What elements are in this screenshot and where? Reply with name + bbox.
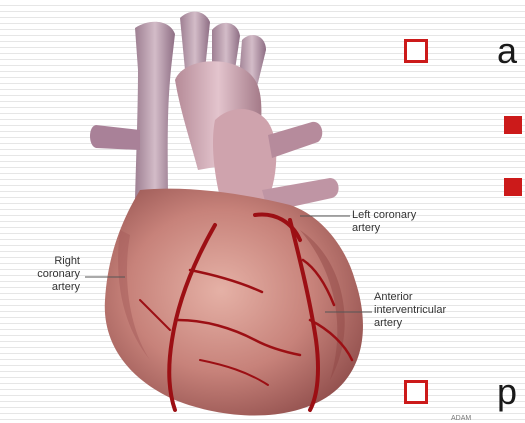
sub-bullet-square-1 [504, 116, 522, 134]
right-pulmonary-stub [90, 125, 140, 150]
figure-credit: ADAM [451, 415, 471, 422]
bullet-text-1: a [497, 31, 517, 71]
superior-vena-cava [135, 22, 175, 200]
label-left-coronary-artery: Left coronary artery [352, 209, 416, 235]
bullet-checkbox-2 [404, 380, 428, 404]
sub-bullet-square-2 [504, 178, 522, 196]
heart-body [105, 189, 363, 416]
pulmonary-vein-stub [268, 122, 322, 158]
great-vessels [90, 12, 339, 212]
bullet-text-2: p [497, 372, 517, 412]
bullet-checkbox-1 [404, 39, 428, 63]
label-anterior-interventricular-artery: Anterior interventricular artery [374, 291, 446, 330]
brachiocephalic-branch-left [180, 12, 210, 70]
label-right-coronary-artery: Right coronary artery [20, 255, 80, 294]
